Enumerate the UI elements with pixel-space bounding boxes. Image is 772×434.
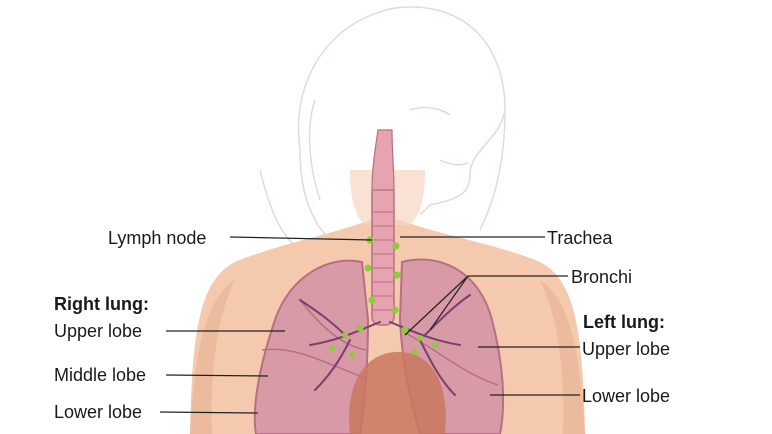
heading-right-lung: Right lung:	[54, 294, 149, 314]
heading-left-lung: Left lung:	[583, 312, 665, 332]
leader-lines	[159, 236, 580, 414]
bronchi	[299, 294, 471, 396]
lymph-nodes	[329, 236, 438, 358]
larynx	[371, 129, 395, 191]
label-right-middle-lobe: Middle lobe	[54, 365, 147, 385]
heart	[349, 351, 446, 434]
left-lung-fissure	[399, 329, 499, 386]
label-lymph-node: Lymph node	[108, 228, 207, 248]
label-trachea: Trachea	[547, 228, 613, 248]
torso-shadow	[190, 280, 235, 434]
label-left-lower-lobe: Lower lobe	[582, 386, 671, 406]
head-sketch	[259, 6, 506, 251]
label-bronchi: Bronchi	[571, 267, 633, 287]
trachea-rings	[373, 211, 393, 311]
label-right-upper-lobe: Upper lobe	[54, 321, 143, 341]
right-lung-fissure	[261, 299, 367, 379]
label-left-upper-lobe: Upper lobe	[582, 339, 671, 359]
label-right-lower-lobe: Lower lobe	[54, 402, 143, 422]
trachea	[371, 184, 395, 326]
